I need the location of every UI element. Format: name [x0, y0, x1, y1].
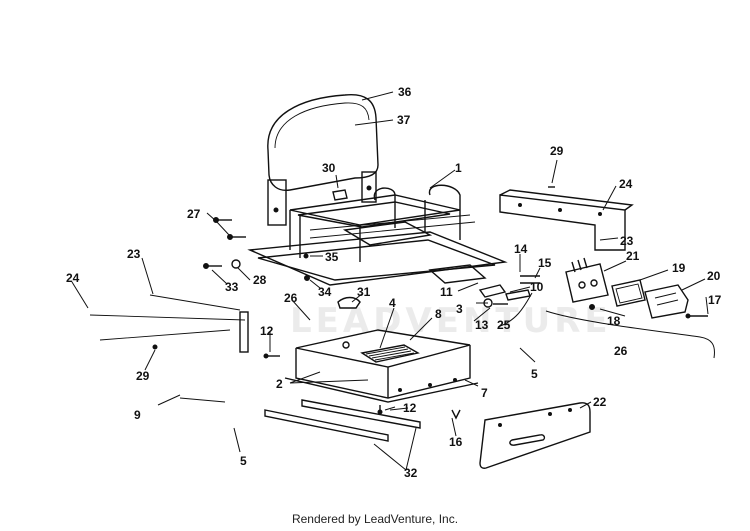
- hardware-parts: [203, 186, 708, 319]
- callout-23-left: 23: [127, 247, 141, 261]
- rail-strips-part: [264, 399, 421, 442]
- leader-lines: [71, 91, 715, 471]
- callout-29-left: 29: [136, 369, 150, 383]
- callout-16: 9: [134, 408, 141, 422]
- callout-15: 15: [538, 256, 552, 270]
- battery-box-part: [263, 329, 479, 415]
- callout-18: 18: [607, 314, 621, 328]
- callout-17: 17: [708, 293, 722, 307]
- callout-36: 36: [398, 85, 412, 99]
- access-door-part: [451, 402, 591, 469]
- callout-12: 13: [475, 318, 489, 332]
- callout-1: 1: [455, 161, 462, 175]
- callout-23-right: 23: [620, 234, 634, 248]
- callout-19: 19: [672, 261, 686, 275]
- callout-8: 4: [389, 296, 396, 310]
- callout-21: 21: [626, 249, 640, 263]
- callout-6: 32: [404, 466, 418, 480]
- callout-3: 8: [435, 307, 442, 321]
- seat-frame-part: [247, 184, 508, 286]
- callout-26: 26: [614, 344, 628, 358]
- callout-2: 7: [481, 386, 488, 400]
- callout-22-right: 5: [531, 367, 538, 381]
- bracket-part: [499, 189, 634, 251]
- callout-7-lower: 12: [403, 401, 417, 415]
- watermark-text: LEADVENTURE: [290, 301, 612, 341]
- callout-24-left: 24: [66, 271, 80, 285]
- callout-24-right: 24: [619, 177, 633, 191]
- callout-27: 27: [187, 207, 201, 221]
- callout-32: 16: [449, 435, 463, 449]
- render-credit: Rendered by LeadVenture, Inc.: [291, 512, 459, 526]
- callout-4: 26: [284, 291, 298, 305]
- callout-33: 33: [225, 280, 239, 294]
- callout-10: 10: [530, 280, 544, 294]
- callout-35: 35: [325, 250, 339, 264]
- callout-31: 31: [357, 285, 371, 299]
- callout-37: 37: [397, 113, 411, 127]
- callout-25: 25: [497, 318, 511, 332]
- callout-9: 22: [593, 395, 607, 409]
- callout-22-lower: 5: [240, 454, 247, 468]
- callout-30: 30: [322, 161, 336, 175]
- seat-back-part: [267, 93, 379, 226]
- callout-11: 11: [440, 285, 453, 299]
- side-panel-left-part: [89, 294, 249, 403]
- callout-14: 14: [514, 242, 528, 256]
- callout-28: 28: [253, 273, 267, 287]
- callout-7-upper: 12: [260, 324, 274, 338]
- light-assembly-part: [565, 257, 689, 319]
- callout-13: 3: [456, 302, 463, 316]
- callout-34: 34: [318, 285, 332, 299]
- callout-29-upper: 29: [550, 144, 564, 158]
- callout-labels: 36 37 1 30 29 24 27 23 23 21 19 20 14 15…: [66, 85, 722, 480]
- callout-5: 2: [276, 377, 283, 391]
- callout-20: 20: [707, 269, 721, 283]
